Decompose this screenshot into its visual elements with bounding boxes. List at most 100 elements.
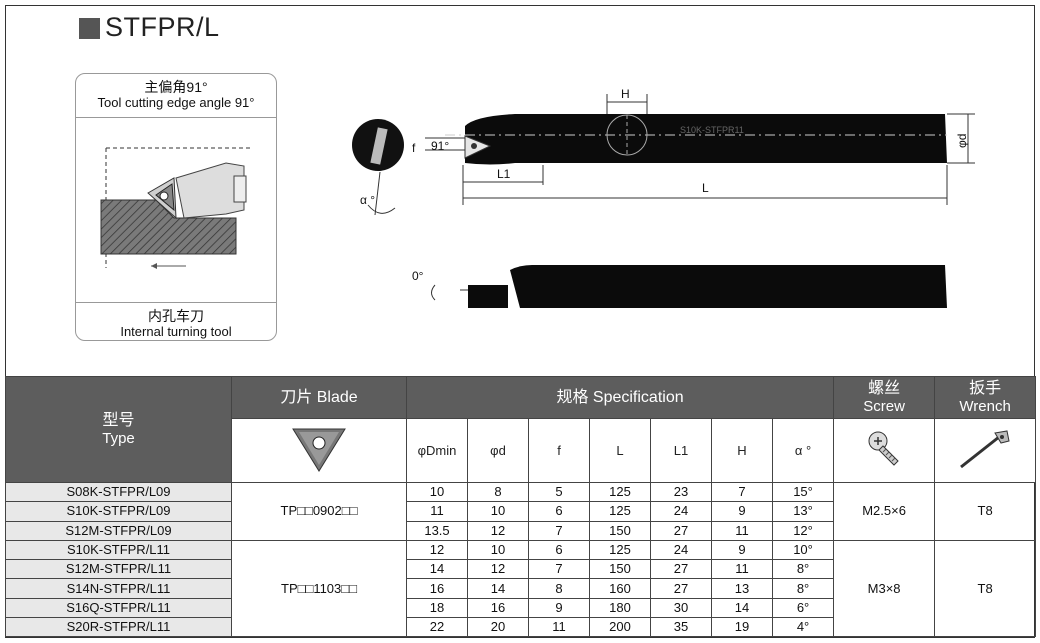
table-row: S10K-STFPR/L09 11 10 6 125 24 9 13° (5, 501, 1036, 522)
cell: 24 (650, 501, 712, 522)
col-H: H (711, 418, 773, 483)
blade-cell: TP□□0902□□ (231, 482, 407, 541)
cell: 14 (406, 559, 468, 580)
cell: 15° (771, 481, 835, 503)
type-header-cn: 型号 (102, 412, 135, 429)
col-alpha: α ° (771, 418, 835, 483)
cell: 150 (589, 520, 651, 541)
cell: 11 (711, 520, 773, 541)
card-footer-cn: 内孔车刀 (148, 308, 204, 324)
tool-technical-drawing: α ° S10K-STFPR11 H 91° f L1 L φd 0° (352, 87, 975, 308)
cell: 12 (467, 520, 529, 541)
cell: 6 (528, 539, 590, 561)
blade-image-cell (231, 418, 407, 483)
cell: 11 (406, 501, 468, 522)
cell: 12 (406, 539, 468, 561)
cell: 125 (589, 501, 651, 522)
screw-header-cn: 螺丝 (868, 380, 901, 397)
cell: 7 (711, 481, 773, 503)
wrench-image-cell (934, 418, 1037, 483)
page-frame (5, 5, 1035, 638)
illustration-card: 主偏角91° Tool cutting edge angle 91° 内孔车刀 … (75, 73, 277, 341)
cell: 11 (711, 559, 773, 580)
screw-image-cell (833, 418, 936, 483)
table-row: S12M-STFPR/L11 14 12 7 150 27 11 8° (5, 559, 1036, 580)
cell: 30 (650, 597, 712, 619)
triangle-insert-icon (292, 428, 346, 472)
wrench-icon (960, 430, 1010, 469)
cell: 23 (650, 481, 712, 503)
cell: 11 (528, 617, 590, 638)
cell: 10° (771, 539, 835, 561)
cell: 12 (467, 559, 529, 580)
cell: 14 (467, 578, 529, 599)
table-row: S16Q-STFPR/L11 18 16 9 180 30 14 6° (5, 597, 1036, 619)
cell: 8 (467, 481, 529, 503)
table-row: S08K-STFPR/L09 TP□□0902□□ 10 8 5 125 23 … (5, 481, 1037, 541)
dimension-phi-d-label: φd (955, 134, 969, 148)
type-cell: S16Q-STFPR/L11 (5, 597, 232, 619)
cell: 125 (589, 481, 651, 503)
cell: 18 (406, 597, 468, 619)
cell: 8 (528, 578, 590, 599)
cell: 200 (589, 617, 651, 638)
card-header: 主偏角91° Tool cutting edge angle 91° (76, 74, 276, 118)
subheader-row: φDmin φd f L L1 H α ° (6, 418, 1037, 483)
col-f: f (528, 418, 590, 483)
cell: 27 (650, 578, 712, 599)
spec-header-label: 规格 Specification (556, 388, 684, 406)
cell: 7 (528, 559, 590, 580)
dimension-L1-label: L1 (497, 167, 511, 181)
screw-cell: M3×8 (833, 539, 936, 638)
specification-table: 型号 Type 刀片 Blade 规格 Specification 螺丝 Scr… (5, 376, 1037, 638)
table-row: S10K-STFPR/L11 TP□□1103□□ 12 10 6 125 24… (5, 539, 1037, 638)
cell: 12° (771, 520, 835, 541)
col-L: L (589, 418, 651, 483)
cell: 180 (589, 597, 651, 619)
cell: 5 (528, 481, 590, 503)
wrench-cell: T8 (934, 482, 1037, 541)
col-phi-d: φd (467, 418, 529, 483)
blade-header: 刀片 Blade (231, 376, 407, 419)
header-row: 型号 Type 刀片 Blade 规格 Specification 螺丝 Scr… (5, 376, 1037, 483)
angle-91-label: 91° (431, 139, 449, 153)
type-header-en: Type (102, 430, 135, 447)
angle-0-label: 0° (412, 269, 424, 283)
card-footer: 内孔车刀 Internal turning tool (76, 302, 276, 340)
dimension-H-label: H (621, 87, 630, 101)
alpha-label: α ° (360, 193, 375, 207)
end-view-icon (352, 119, 404, 216)
title-square-icon (79, 18, 100, 39)
table-row: S14N-STFPR/L11 16 14 8 160 27 13 8° (5, 578, 1036, 599)
screw-icon (868, 431, 899, 466)
type-cell: S12M-STFPR/L11 (5, 559, 232, 580)
cell: 16 (467, 597, 529, 619)
cell: 27 (650, 520, 712, 541)
screw-cell: M2.5×6 (833, 482, 936, 541)
card-header-en: Tool cutting edge angle 91° (97, 95, 255, 110)
cell: 6 (528, 501, 590, 522)
cell: 10 (467, 501, 529, 522)
cell: 20 (467, 617, 529, 638)
cell: 10 (406, 481, 468, 503)
cell: 24 (650, 539, 712, 561)
table-row: S12M-STFPR/L09 13.5 12 7 150 27 11 12° (5, 520, 1036, 541)
dimension-f-label: f (412, 141, 416, 155)
bar-side-view (431, 265, 947, 308)
cell: 6° (771, 597, 835, 619)
type-cell: S10K-STFPR/L09 (5, 501, 232, 522)
wrench-header-cn: 扳手 (969, 380, 1002, 397)
type-cell: S12M-STFPR/L09 (5, 520, 232, 541)
cell: 19 (711, 617, 773, 638)
blade-cell: TP□□1103□□ (231, 539, 407, 638)
card-header-cn: 主偏角91° (144, 79, 208, 95)
cutting-diagram-icon (100, 147, 251, 269)
cell: 9 (711, 501, 773, 522)
cell: 16 (406, 578, 468, 599)
shank-marking: S10K-STFPR11 (680, 125, 744, 135)
type-cell: S10K-STFPR/L11 (5, 539, 232, 561)
cell: 125 (589, 539, 651, 561)
table-row: S20R-STFPR/L11 22 20 11 200 35 19 4° (5, 617, 1036, 638)
cell: 9 (711, 539, 773, 561)
cell: 7 (528, 520, 590, 541)
